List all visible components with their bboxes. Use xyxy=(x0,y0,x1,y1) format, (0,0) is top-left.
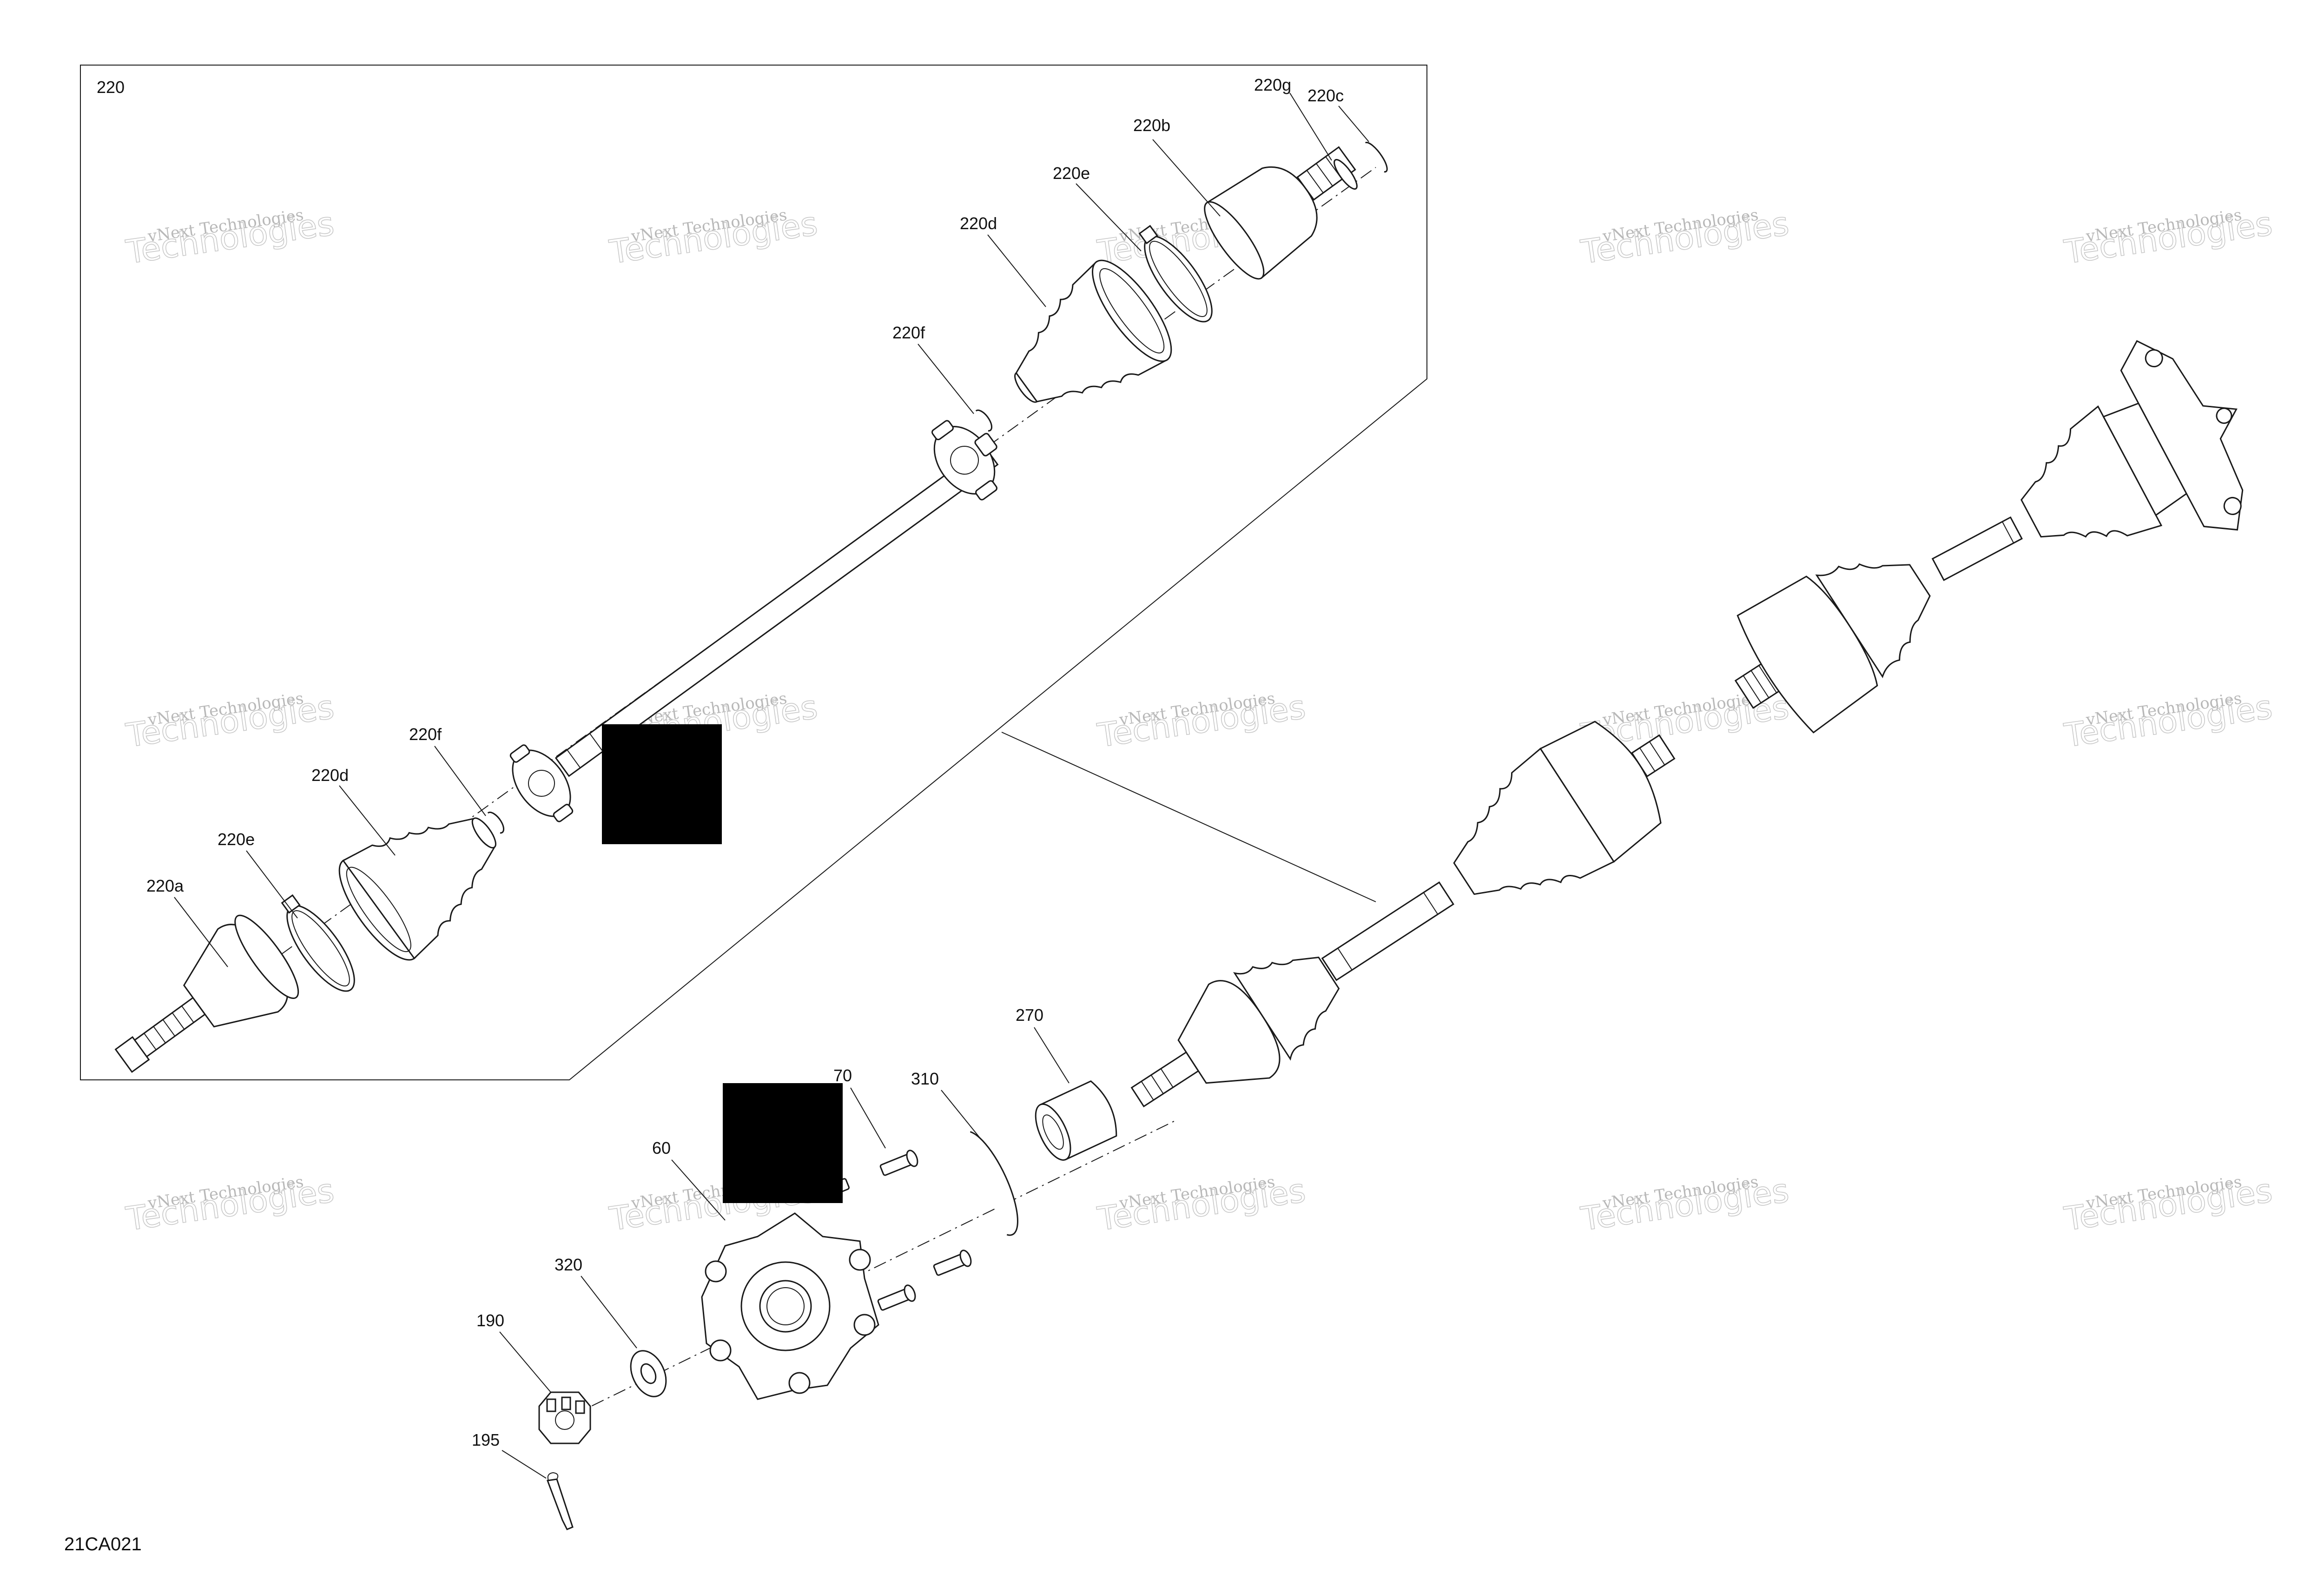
callout-195: 195 xyxy=(472,1430,500,1449)
svg-text:Technologies: Technologies xyxy=(2062,688,2275,755)
o-ring-220g xyxy=(1334,159,1358,190)
center-housing xyxy=(1734,563,1931,734)
leader-220d-bottom xyxy=(339,785,396,856)
leader-220b xyxy=(1152,139,1221,217)
callout-320: 320 xyxy=(555,1255,582,1274)
boot-220d-outer xyxy=(338,817,496,961)
watermark: vNext Technologies Technologies xyxy=(1578,204,1791,272)
inset-exploded-shaft xyxy=(114,142,1388,1073)
leader-220f-bottom xyxy=(434,746,486,816)
leader-70 xyxy=(850,1087,886,1149)
callout-labels: 220g 220c 220b 220e 220d 220f 220f 220d … xyxy=(146,75,1344,1449)
svg-text:Technologies: Technologies xyxy=(124,1171,337,1238)
callout-220f-bottom: 220f xyxy=(409,725,442,744)
wheel-stud-70b xyxy=(933,1250,972,1276)
upper-cv-and-flange xyxy=(2020,340,2244,538)
inset-frame: 220 xyxy=(80,65,1427,1080)
redaction-block xyxy=(723,1083,843,1203)
leader-220c xyxy=(1338,106,1369,142)
svg-text:Technologies: Technologies xyxy=(1095,1171,1308,1238)
svg-text:Technologies: Technologies xyxy=(607,205,820,271)
watermark: vNext Technologies Technologies xyxy=(123,204,337,272)
assembled-outer-cv xyxy=(1130,956,1340,1108)
leader-220e-bottom xyxy=(246,850,298,919)
circlip-220f-outer xyxy=(487,811,505,834)
leader-320 xyxy=(581,1276,637,1349)
leader-270 xyxy=(1034,1027,1070,1084)
watermark: vNext Technologies Technologies xyxy=(607,204,820,272)
leader-190 xyxy=(499,1331,551,1393)
boot-220d-inner xyxy=(1014,259,1172,403)
wheel-hub-60 xyxy=(701,1212,879,1400)
clamp-220e-inner xyxy=(1138,225,1213,323)
leader-220d-top xyxy=(987,234,1046,307)
watermark: vNext Technologies Technologies xyxy=(2061,688,2275,755)
callout-220e-top: 220e xyxy=(1053,164,1090,183)
callout-220c: 220c xyxy=(1307,86,1344,105)
svg-text:Technologies: Technologies xyxy=(1578,1171,1791,1238)
wheel-stud-70a xyxy=(879,1150,918,1176)
callout-220e-bottom: 220e xyxy=(218,830,255,849)
inset-link-line xyxy=(1001,732,1376,902)
leader-220a xyxy=(174,897,228,967)
watermark: vNext Technologies Technologies xyxy=(1095,688,1308,755)
callout-190: 190 xyxy=(476,1311,504,1330)
redaction-block xyxy=(602,724,722,844)
svg-text:Technologies: Technologies xyxy=(2062,1171,2275,1238)
assembled-shaft-bar xyxy=(1321,881,1454,981)
castle-nut-190 xyxy=(538,1391,591,1444)
callout-220f-top: 220f xyxy=(892,323,925,342)
assembled-inner-cv xyxy=(1453,721,1676,895)
watermark: vNext Technologies Technologies xyxy=(123,688,337,755)
watermark: vNext Technologies Technologies xyxy=(2061,204,2275,272)
inset-label: 220 xyxy=(97,78,125,97)
clamp-220e-outer xyxy=(281,894,355,992)
watermark: vNext Technologies Technologies xyxy=(1578,1171,1791,1239)
bearing-cage-upper xyxy=(931,420,997,501)
retaining-ring-220c xyxy=(1365,142,1388,173)
figure-code: 21CA021 xyxy=(64,1534,142,1554)
leader-220g xyxy=(1289,93,1332,161)
hub-group xyxy=(538,1080,1117,1530)
svg-text:Technologies: Technologies xyxy=(1095,688,1308,755)
watermarks: vNext Technologies Technologies vNext Te… xyxy=(123,204,2275,1239)
callout-220d-bottom: 220d xyxy=(311,766,349,785)
watermark: vNext Technologies Technologies xyxy=(123,1171,337,1239)
svg-text:Technologies: Technologies xyxy=(124,205,337,271)
circlip-220f-inner xyxy=(975,409,993,432)
leader-220f-top xyxy=(918,344,974,414)
callout-70: 70 xyxy=(833,1066,852,1085)
watermark: vNext Technologies Technologies xyxy=(2061,1171,2275,1239)
callout-270: 270 xyxy=(1016,1005,1043,1025)
upper-shaft-bar xyxy=(1931,516,2023,581)
callout-220b: 220b xyxy=(1133,116,1170,135)
svg-text:Technologies: Technologies xyxy=(124,688,337,755)
svg-text:Technologies: Technologies xyxy=(2062,205,2275,271)
callout-220a: 220a xyxy=(146,876,184,895)
outer-cv-joint-220a xyxy=(114,914,299,1073)
callout-220d-top: 220d xyxy=(960,214,997,233)
bearing-cage-lower xyxy=(509,744,574,822)
callout-310: 310 xyxy=(911,1069,939,1088)
washer-320 xyxy=(630,1350,667,1397)
callout-leaders xyxy=(174,93,1369,1479)
watermark: vNext Technologies Technologies xyxy=(1095,1171,1308,1239)
leader-310 xyxy=(941,1090,981,1139)
svg-text:Technologies: Technologies xyxy=(1578,205,1791,271)
wheel-bearing-270 xyxy=(1035,1080,1117,1161)
snap-ring-310 xyxy=(970,1131,1018,1236)
inner-housing-220b xyxy=(1204,146,1356,280)
callout-220g: 220g xyxy=(1254,75,1291,94)
cotter-pin-195 xyxy=(546,1472,574,1530)
leader-60 xyxy=(671,1159,726,1221)
leader-220e-top xyxy=(1076,183,1142,251)
callout-60: 60 xyxy=(652,1138,671,1157)
leader-195 xyxy=(502,1450,547,1479)
wheel-stud-70c xyxy=(877,1284,916,1311)
